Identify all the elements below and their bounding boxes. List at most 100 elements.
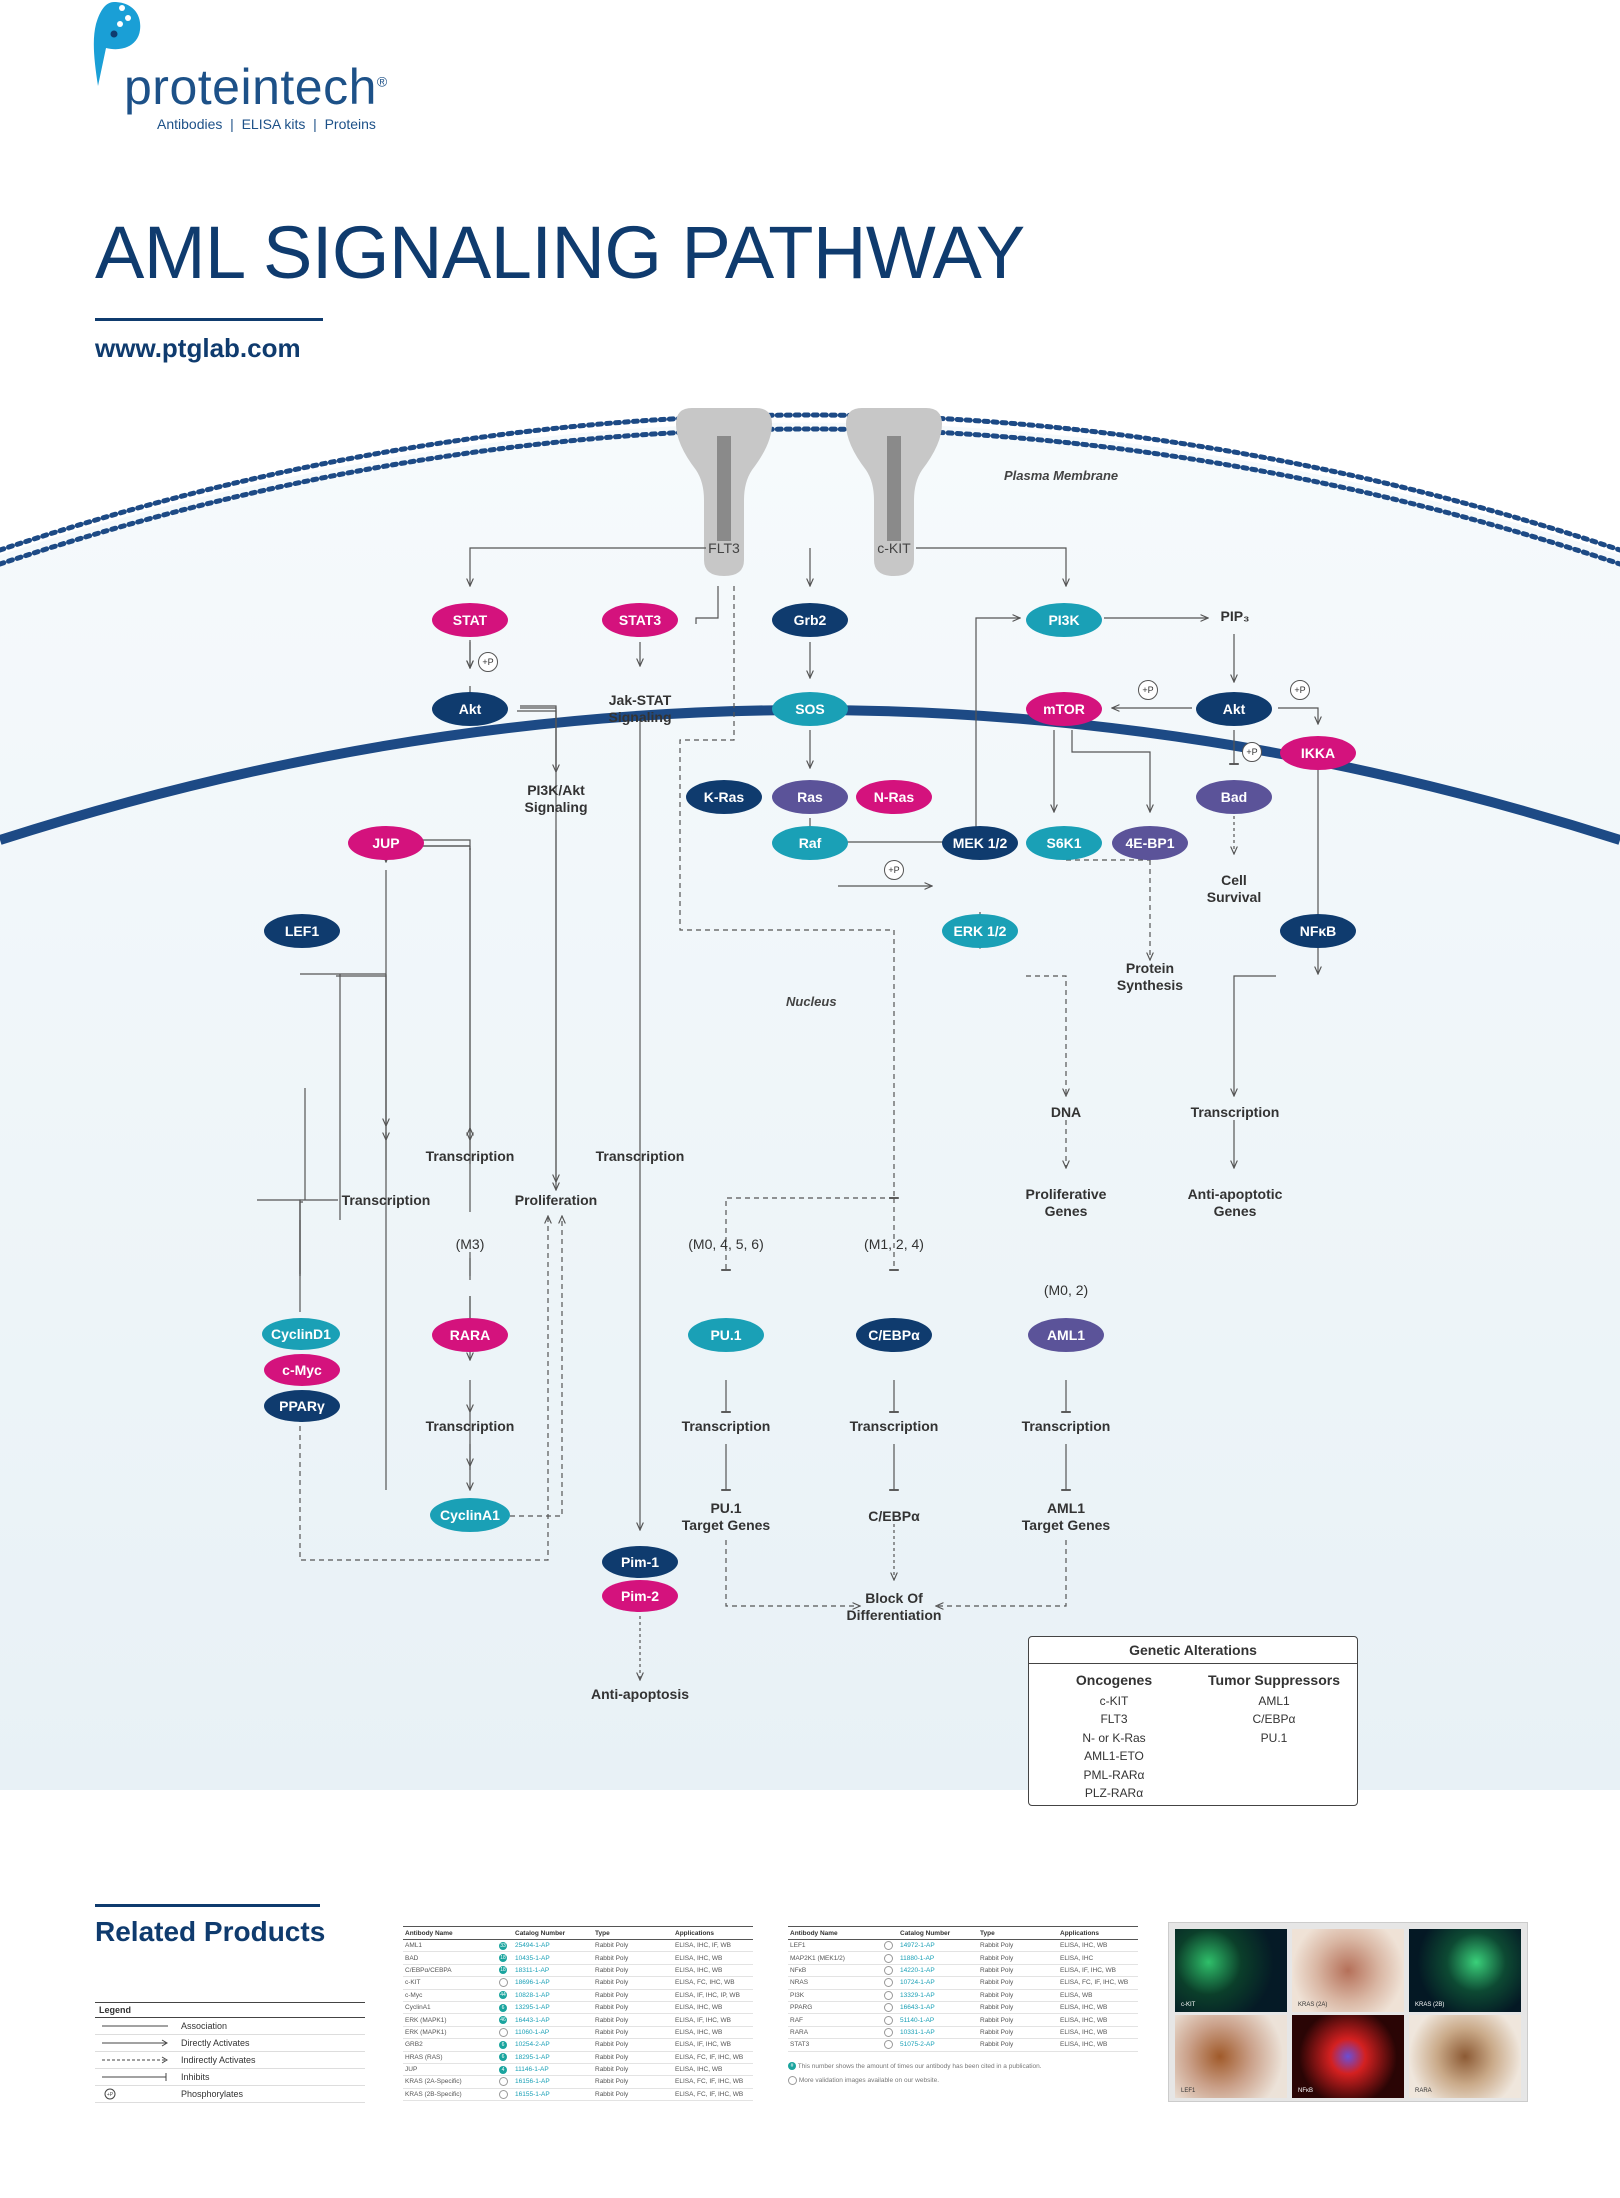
citation-count-cell: [882, 2026, 898, 2040]
indirect-arrow-icon: [95, 2052, 175, 2068]
applications-cell: ELISA, FC, IF, IHC, WB: [1058, 1976, 1138, 1990]
catalog-cell: 10331-1-AP: [898, 2026, 978, 2040]
association-line-icon: [95, 2018, 175, 2034]
validation-note-text: More validation images available on our …: [798, 2077, 940, 2084]
page-title: AML SIGNALING PATHWAY: [95, 211, 1025, 294]
node-akt-left[interactable]: Akt: [432, 692, 508, 726]
type-cell: Rabbit Poly: [593, 2063, 673, 2077]
citation-count-badge: 6: [499, 2053, 507, 2062]
image-caption: LEF1: [1181, 2088, 1196, 2094]
antibody-cell: ERK (MAPK1): [403, 2026, 497, 2040]
oncogene-item: FLT3: [1100, 1712, 1128, 1726]
label-transcription-rara-up: Transcription: [425, 1148, 515, 1164]
label-dna: DNA: [1050, 1104, 1082, 1120]
node-lef1[interactable]: LEF1: [264, 914, 340, 948]
label-transcription-rara-down: Transcription: [425, 1418, 515, 1434]
validation-icon: [788, 2075, 797, 2085]
logo-name: proteintech: [124, 59, 377, 115]
node-mtor[interactable]: mTOR: [1026, 692, 1102, 726]
node-grb2[interactable]: Grb2: [772, 603, 848, 637]
citation-count-cell: 6: [497, 2001, 513, 2015]
node-4ebp1[interactable]: 4E-BP1: [1112, 826, 1188, 860]
antibody-cell: PPARG: [788, 2001, 882, 2015]
node-raf[interactable]: Raf: [772, 826, 848, 860]
type-cell: Rabbit Poly: [593, 2051, 673, 2064]
catalog-cell: 13295-1-AP: [513, 2001, 593, 2015]
legend-label: Phosphorylates: [181, 2089, 244, 2099]
applications-cell: ELISA, IHC, WB: [673, 1951, 753, 1965]
image-kras-2a[interactable]: KRAS (2A): [1292, 1929, 1404, 2012]
validation-icon: [884, 2015, 893, 2025]
type-cell: Rabbit Poly: [978, 1976, 1058, 1990]
node-aml1[interactable]: AML1: [1028, 1318, 1104, 1352]
node-ikka[interactable]: IKKA: [1280, 736, 1356, 770]
citation-count-cell: 4: [497, 2063, 513, 2077]
citation-count-cell: [497, 2026, 513, 2040]
image-caption: KRAS (2B): [1415, 2002, 1445, 2008]
image-nfkb[interactable]: NFκB: [1292, 2015, 1404, 2098]
node-pim2[interactable]: Pim-2: [602, 1580, 678, 1612]
validation-images: c-KIT KRAS (2A) KRAS (2B) LEF1 NFκB RARA: [1168, 1922, 1528, 2102]
antibody-cell: AML1: [403, 1939, 497, 1953]
applications-cell: ELISA, FC, IF, IHC, WB: [673, 2051, 753, 2064]
node-cmyc[interactable]: c-Myc: [264, 1354, 340, 1386]
citation-count-cell: 33: [497, 1939, 513, 1953]
citation-count-cell: [882, 2038, 898, 2052]
node-pi3k[interactable]: PI3K: [1026, 603, 1102, 637]
col-header-type: Type: [593, 1926, 673, 1940]
applications-cell: ELISA, IHC, WB: [1058, 2026, 1138, 2040]
node-mek[interactable]: MEK 1/2: [942, 826, 1018, 860]
validation-icon: [884, 2040, 893, 2050]
node-bad[interactable]: Bad: [1196, 780, 1272, 814]
node-kras[interactable]: K-Ras: [686, 780, 762, 814]
antibody-cell: HRAS (RAS): [403, 2051, 497, 2064]
catalog-cell: 18311-1-AP: [513, 1964, 593, 1978]
antibody-cell: MAP2K1 (MEK1/2): [788, 1951, 882, 1965]
phospho-badge: +P: [1290, 680, 1310, 700]
applications-cell: ELISA, IHC, WB: [1058, 2038, 1138, 2052]
pathway-connectors-detail: [299, 640, 1071, 1790]
node-s6k1[interactable]: S6K1: [1026, 826, 1102, 860]
validation-icon: [884, 2003, 893, 2013]
node-sos[interactable]: SOS: [772, 692, 848, 726]
node-cebpa[interactable]: C/EBPα: [856, 1318, 932, 1352]
node-nras[interactable]: N-Ras: [856, 780, 932, 814]
node-cyclina1[interactable]: CyclinA1: [430, 1498, 510, 1532]
node-ras[interactable]: Ras: [772, 780, 848, 814]
node-pparg[interactable]: PPARγ: [264, 1390, 340, 1422]
citation-count-cell: [882, 1964, 898, 1978]
image-caption: NFκB: [1298, 2088, 1313, 2094]
antibody-cell: KRAS (2B-Specific): [403, 2088, 497, 2102]
receptor-label-ckit: c-KIT: [877, 540, 911, 556]
antibody-cell: NRAS: [788, 1976, 882, 1990]
label-transcription-nfkb: Transcription: [1190, 1104, 1280, 1120]
image-kras-2b[interactable]: KRAS (2B): [1409, 1929, 1521, 2012]
citation-count-badge: 33: [499, 1941, 507, 1950]
node-jup[interactable]: JUP: [348, 826, 424, 860]
node-cyclind1[interactable]: CyclinD1: [262, 1318, 340, 1350]
node-pim1[interactable]: Pim-1: [602, 1546, 678, 1578]
phosphorylate-icon: +P: [95, 2086, 175, 2102]
website-link[interactable]: www.ptglab.com: [95, 333, 301, 363]
related-products-divider: [95, 1904, 320, 1907]
inhibit-bar-icon: [95, 2069, 175, 2085]
node-erk[interactable]: ERK 1/2: [942, 914, 1018, 948]
node-stat3[interactable]: STAT3: [602, 603, 678, 637]
image-rara[interactable]: RARA: [1409, 2015, 1521, 2098]
node-stat[interactable]: STAT: [432, 603, 508, 637]
image-ckit[interactable]: c-KIT: [1175, 1929, 1287, 2012]
label-m124: (M1, 2, 4): [864, 1236, 924, 1252]
label-proliferative-genes: Proliferative Genes: [1025, 1186, 1107, 1219]
node-nfkb[interactable]: NFκB: [1280, 914, 1356, 948]
node-akt-right[interactable]: Akt: [1196, 692, 1272, 726]
node-pu1[interactable]: PU.1: [688, 1318, 764, 1352]
image-lef1[interactable]: LEF1: [1175, 2015, 1287, 2098]
label-transcription-aml1: Transcription: [1021, 1418, 1111, 1434]
label-cell-survival: Cell Survival: [1206, 872, 1262, 905]
node-rara[interactable]: RARA: [432, 1318, 508, 1352]
antibody-cell: LEF1: [788, 1939, 882, 1953]
applications-cell: ELISA, FC, IF, IHC, WB: [673, 2088, 753, 2102]
